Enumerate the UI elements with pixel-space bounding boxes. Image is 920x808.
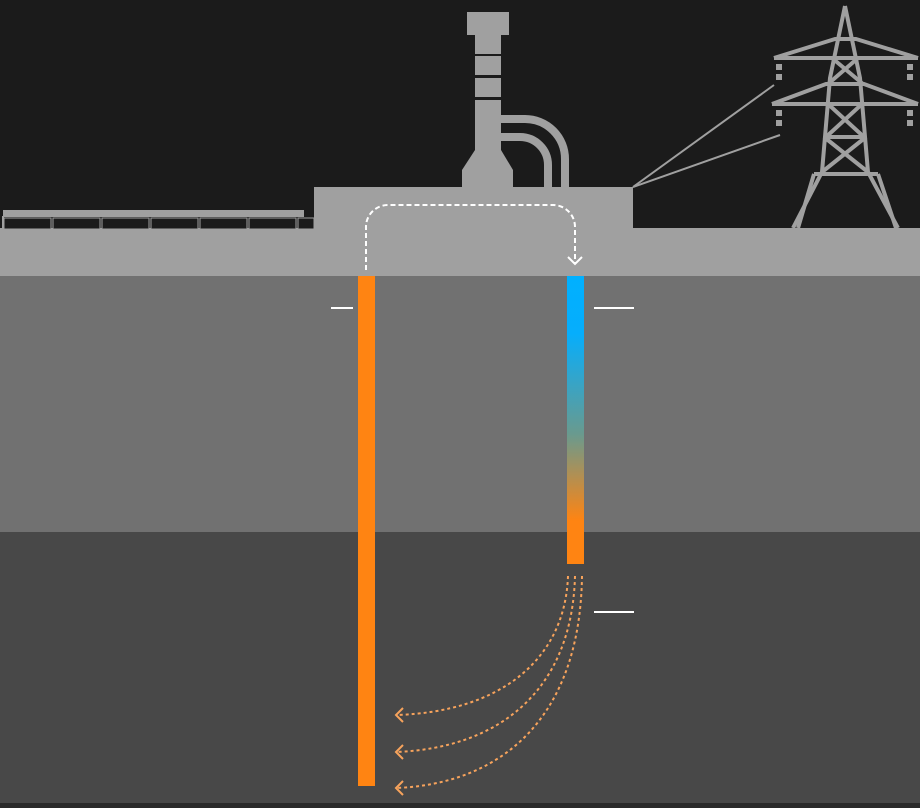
solar-cell bbox=[3, 217, 52, 230]
ground-surface bbox=[0, 228, 920, 276]
power-plant-building bbox=[314, 187, 633, 229]
solar-cell bbox=[248, 217, 297, 230]
upper-rock-layer bbox=[0, 276, 920, 532]
lower-rock-layer bbox=[0, 532, 920, 803]
production-well bbox=[358, 276, 375, 786]
depth-marker bbox=[331, 307, 634, 613]
power-line bbox=[632, 84, 781, 188]
insulator-icon bbox=[776, 64, 913, 126]
solar-cell bbox=[199, 217, 248, 230]
solar-cell bbox=[150, 217, 199, 230]
chimney-icon bbox=[462, 12, 513, 188]
surface-flow-arrow bbox=[364, 203, 583, 270]
injection-well bbox=[567, 276, 584, 564]
transmission-tower-icon bbox=[771, 5, 919, 229]
solar-panel-icon bbox=[2, 210, 315, 230]
steam-pipe-icon bbox=[498, 115, 569, 188]
solar-cell bbox=[101, 217, 150, 230]
reinjection-flow-arrows bbox=[394, 575, 583, 796]
solar-cell bbox=[297, 217, 315, 230]
bottom-edge bbox=[0, 803, 920, 808]
solar-cell bbox=[52, 217, 101, 230]
